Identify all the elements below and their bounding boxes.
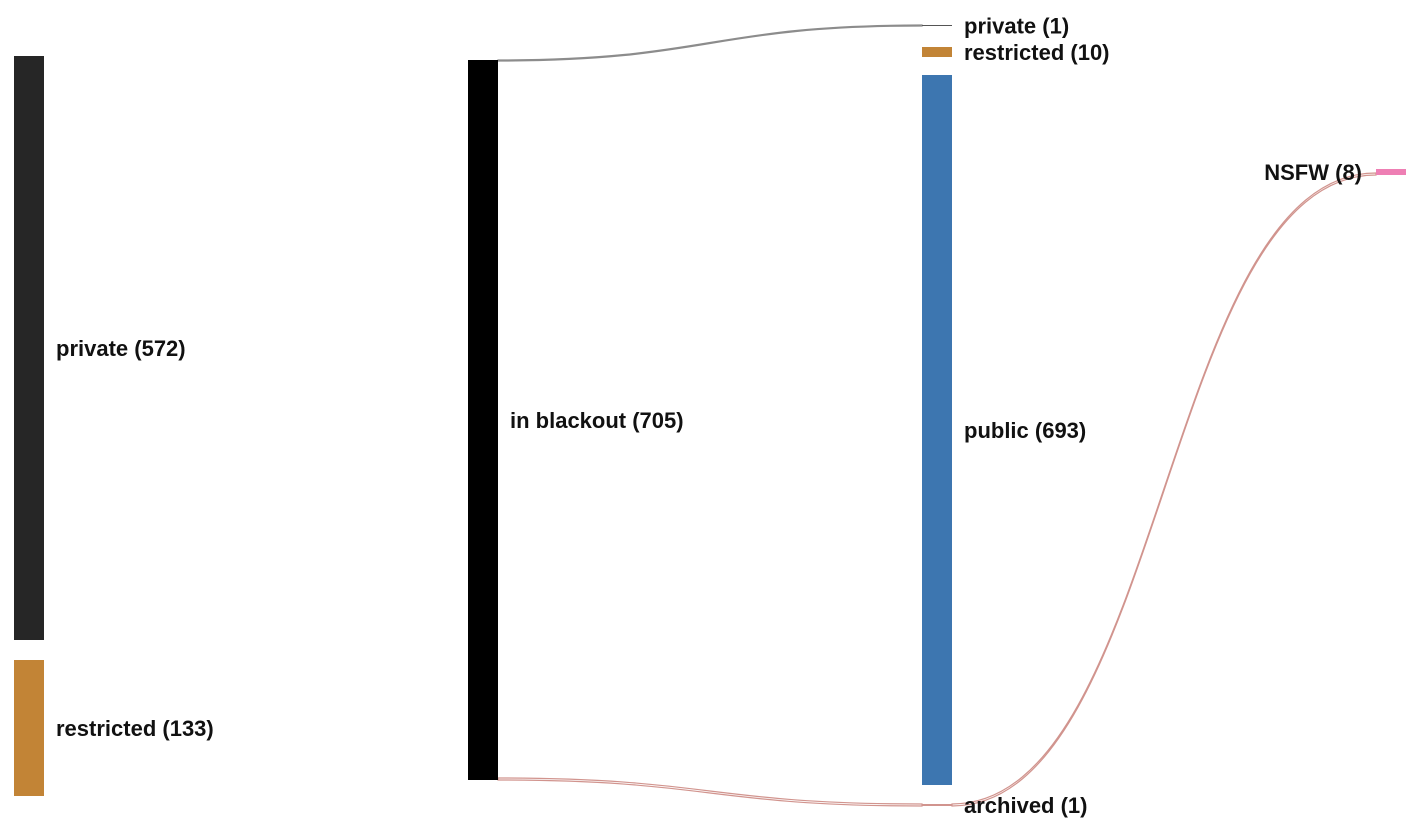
node-src_restricted [14,660,44,796]
link-blackout-to-archived [497,777,923,807]
node-src_private [14,56,44,640]
node-dst_restricted [922,47,952,57]
sankey-nodes [14,25,1406,806]
sankey-links [497,24,1377,807]
node-label-nsfw: NSFW (8) [1264,160,1362,185]
node-label-dst_private: private (1) [964,13,1069,38]
node-blackout [468,60,498,780]
link-archived-to-nsfw [951,172,1377,807]
node-dst_private [922,25,952,26]
node-archived [922,804,952,806]
node-label-blackout: in blackout (705) [510,408,684,433]
node-public [922,75,952,785]
node-label-public: public (693) [964,418,1086,443]
node-label-src_restricted: restricted (133) [56,716,214,741]
sankey-labels: private (572) restricted (133) in blackout… [56,13,1362,818]
node-label-src_private: private (572) [56,336,186,361]
node-nsfw [1376,169,1406,175]
link-blackout-to-dst_private [497,24,923,62]
node-label-dst_restricted: restricted (10) [964,40,1110,65]
node-label-archived: archived (1) [964,793,1088,818]
